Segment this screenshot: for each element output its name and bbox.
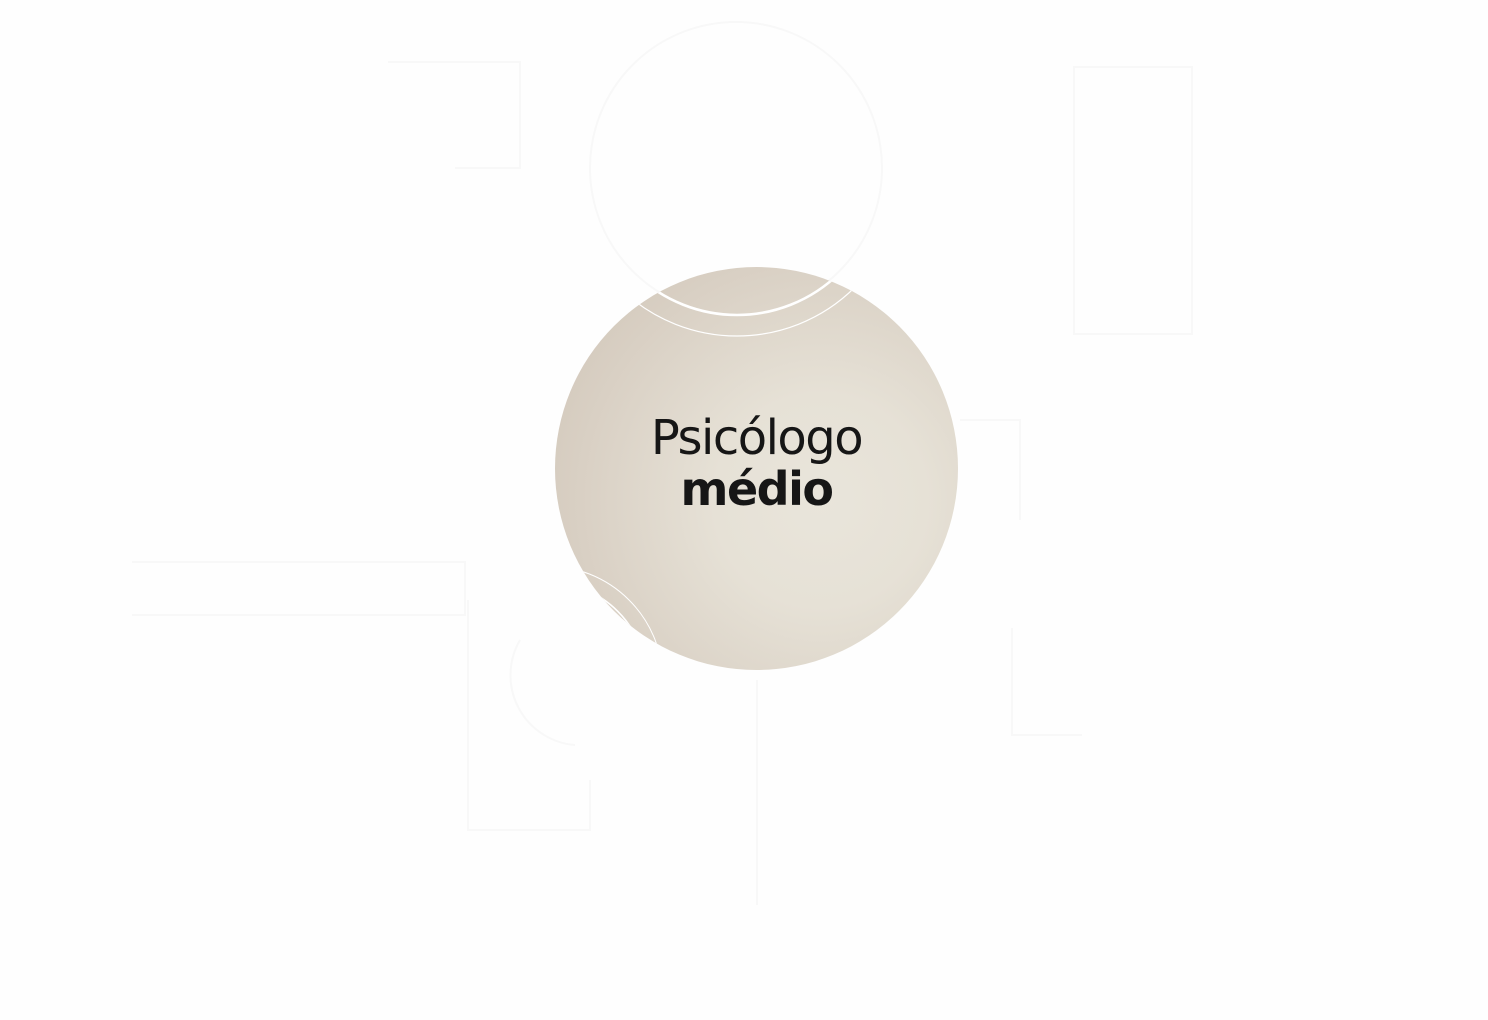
faint-outline-shape-left	[132, 561, 466, 616]
faint-outline-shape-top-left	[388, 61, 521, 169]
upper-ring-inner	[627, 267, 847, 317]
psychologist-level-badge: Psicólogo médio	[555, 267, 958, 670]
badge-title-line-1: Psicólogo	[650, 410, 864, 466]
faint-arc-bottom	[509, 639, 576, 746]
faint-outline-shape-right	[960, 419, 1021, 520]
badge-ring-decoration	[555, 267, 873, 670]
lower-ring-inner	[555, 581, 648, 670]
faint-outline-shape-bottom-right	[1011, 628, 1082, 736]
faint-outline-shape-bottom-left	[467, 600, 591, 831]
faint-outline-shape-top-right	[1073, 66, 1193, 335]
badge-title-line-2: médio	[680, 462, 834, 516]
upper-ring-outer	[601, 267, 873, 337]
badge-title: Psicólogo médio	[555, 414, 958, 512]
lower-ring-outer	[555, 565, 663, 670]
